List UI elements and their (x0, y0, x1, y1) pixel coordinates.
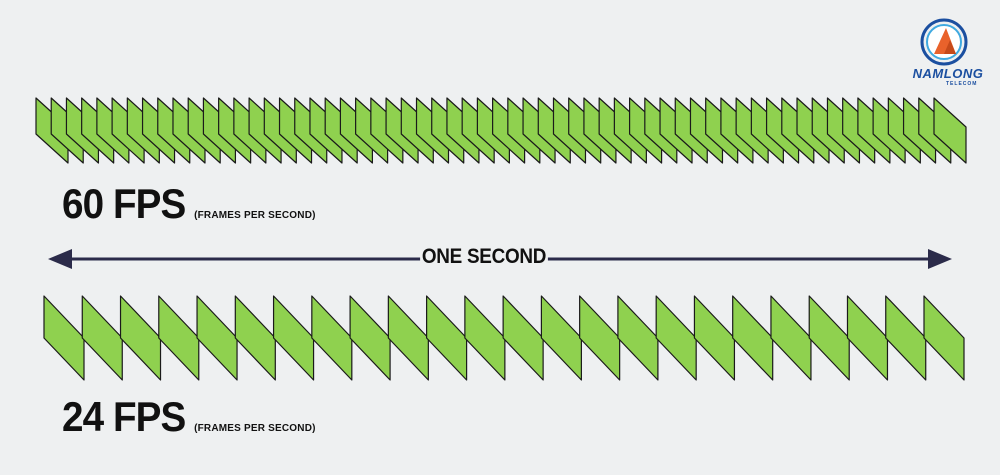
logo-emblem-icon (920, 18, 968, 66)
arrow-head-right (928, 249, 952, 269)
logo-subtitle: TELECOM (946, 81, 978, 87)
brand-logo: NAMLONG TELECOM (898, 12, 998, 92)
video-frame (808, 295, 850, 381)
video-frame (579, 295, 621, 381)
frame-row-60fps (35, 97, 967, 164)
fps-label-60: 60 FPS (FRAMES PER SECOND) (62, 180, 316, 228)
one-second-label: ONE SECOND (420, 245, 548, 269)
video-frame (655, 295, 697, 381)
fps-value-60: 60 FPS (62, 180, 186, 227)
arrow-head-left (48, 249, 72, 269)
video-frame (349, 295, 391, 381)
video-frame (617, 295, 659, 381)
video-frame (81, 295, 123, 381)
video-frame (885, 295, 927, 381)
video-frame (770, 295, 812, 381)
video-frame (846, 295, 889, 381)
frame-row-24fps (43, 295, 965, 381)
video-frame (923, 295, 965, 381)
video-frame (540, 295, 582, 381)
fps-label-24: 24 FPS (FRAMES PER SECOND) (62, 393, 316, 441)
video-frame (426, 295, 468, 381)
fps-sub-24: (FRAMES PER SECOND) (194, 423, 316, 434)
video-frame (119, 295, 162, 381)
logo-name: NAMLONG (912, 66, 984, 81)
video-frame (464, 295, 506, 381)
video-frame (272, 295, 315, 381)
video-frame (502, 295, 544, 381)
video-frame (387, 295, 429, 381)
video-frame (693, 295, 736, 381)
video-frame (933, 97, 967, 164)
video-frame (43, 295, 85, 381)
fps-sub-60: (FRAMES PER SECOND) (194, 210, 316, 221)
video-frame (311, 295, 353, 381)
video-frame (234, 295, 276, 381)
video-frame (732, 295, 774, 381)
video-frame (158, 295, 200, 381)
video-frame (196, 295, 238, 381)
fps-value-24: 24 FPS (62, 393, 186, 440)
